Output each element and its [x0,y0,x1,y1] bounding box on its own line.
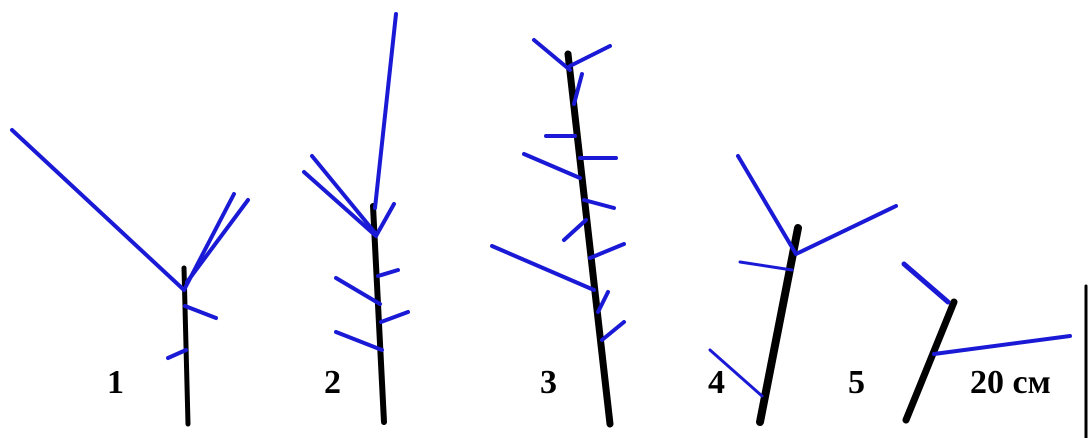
plant-2-stem [373,206,384,422]
plant-2-branch [381,312,408,322]
plant-3-branch [590,244,624,258]
plant-5-label: 5 [848,364,865,401]
plant-3: 3 [492,40,624,424]
plant-4-branch [740,262,792,270]
plant-1: 1 [12,130,248,424]
plant-4: 4 [708,156,896,422]
plant-4-stem [760,228,798,422]
plant-3-stem [568,54,610,424]
scale-label: 20 см [970,364,1051,401]
plant-1-branch [185,306,216,318]
plant-3-branch [570,46,610,66]
plant-4-branch [796,206,896,254]
plant-2-branch [378,270,398,276]
plant-4-branch [738,156,796,254]
plant-1-branch [187,200,248,282]
plant-2-branch [376,204,394,236]
scale: 20 см [970,286,1086,438]
plant-2-branch [336,332,382,350]
plant-3-branch [524,154,580,178]
plant-5-branch [904,264,948,302]
plant-1-branch [12,130,184,290]
plant-2-branch [312,156,376,234]
plant-3-branch [602,322,624,340]
plant-2-branch [375,14,396,208]
plant-3-label: 3 [540,364,557,401]
plant-5-stem [906,302,954,420]
plant-1-branch [168,350,186,358]
plant-2: 2 [304,14,408,422]
plant-2-label: 2 [324,364,341,401]
plant-1-label: 1 [107,364,124,401]
plant-2-branch [336,278,380,304]
plant-3-branch [564,220,586,240]
plant-2-branch [304,172,376,236]
plant-3-branch [492,246,594,290]
plant-5-branch [934,336,1070,354]
plant-4-label: 4 [708,364,725,401]
